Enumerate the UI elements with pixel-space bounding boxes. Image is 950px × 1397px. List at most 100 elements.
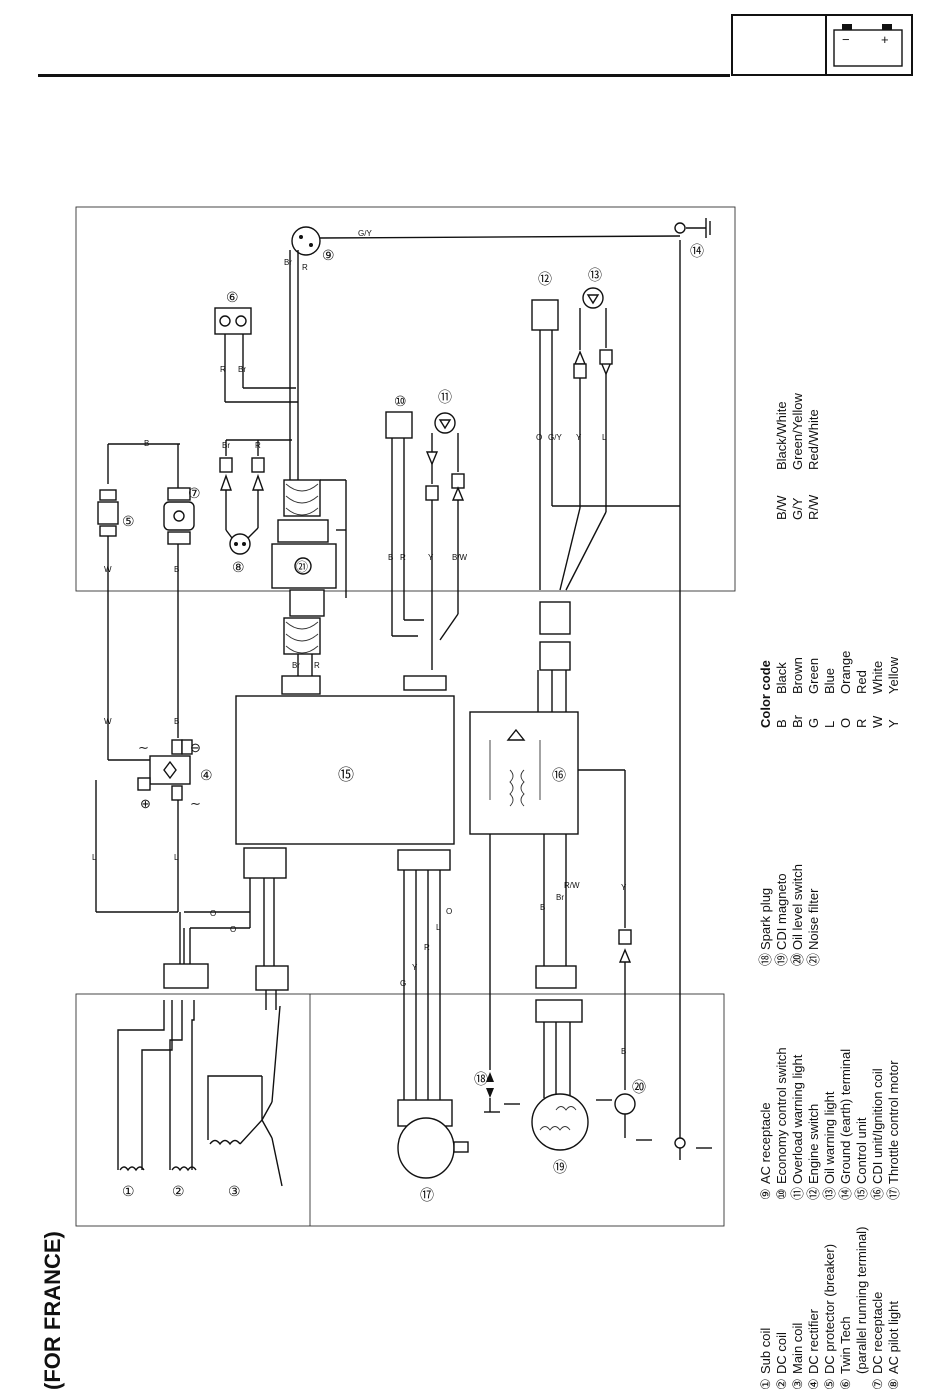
connector-12-13: [539, 601, 571, 635]
color-code-abbr: Y: [886, 719, 901, 728]
legend-label: CDI unit/Ignition coil: [870, 1068, 885, 1184]
economy-control-switch: ⑩: [385, 393, 413, 439]
color-code-name: Yellow: [886, 656, 901, 694]
wire-l-label-3: L: [174, 853, 179, 862]
wire-b-label-2: B: [174, 565, 179, 574]
color-code-abbr: R: [854, 718, 869, 728]
color-code-abbr: B: [774, 719, 789, 728]
color-code-row: BrBrown: [790, 651, 806, 728]
connector-12-13-mate: [539, 641, 571, 671]
twin-tech: ⑥: [214, 289, 252, 335]
noise-filter: ㉑: [271, 479, 337, 695]
legend-item: ⑩Economy control switch: [774, 1047, 790, 1200]
wire-o-label-2: O: [210, 909, 216, 918]
label-4: ④: [200, 767, 213, 783]
wire-b-label-5: B: [621, 1047, 626, 1056]
legend-number: ㉑: [806, 952, 821, 966]
legend-number: ⑱: [758, 952, 773, 966]
wire-w-label-2: W: [104, 717, 112, 726]
wire-gy-label: G/Y: [358, 229, 372, 238]
legend-label: (parallel running terminal): [854, 1226, 869, 1374]
wire-r-label: R: [220, 365, 226, 374]
legend-number: ⑦: [870, 1378, 885, 1390]
legend-label: Noise filter: [806, 888, 821, 950]
color-code-abbr: G: [806, 717, 821, 728]
legend-item: ⑨AC receptacle: [758, 1047, 774, 1200]
legend-number: ⑯: [870, 1186, 885, 1200]
legend-number: ⑥: [838, 1378, 853, 1390]
color-code-name: Red: [854, 670, 869, 694]
legend-item: ④DC rectifier: [806, 1227, 822, 1390]
legend-number: ⑳: [790, 952, 805, 966]
wire-y-label: Y: [428, 553, 434, 562]
label-7: ⑦: [188, 485, 201, 501]
wire-b-label: B: [144, 439, 149, 448]
wire-r-label-6: R: [424, 943, 430, 952]
legend-item: ⑳Oil level switch: [790, 864, 806, 966]
color-code-abbr: L: [822, 720, 837, 728]
label-13: ⑬: [588, 267, 602, 283]
wire-br-label-5: Br: [556, 893, 564, 902]
legend-item: ⑪Overload warning light: [790, 1047, 806, 1200]
legend-number: ⑪: [790, 1186, 805, 1200]
legend-item: ⑦ DC receptacle: [870, 1227, 886, 1390]
legend-item: ⑰Throttle control motor: [886, 1047, 902, 1200]
color-code-row: G/YGreen/Yellow: [790, 393, 806, 520]
legend-item: ⑫Engine switch: [806, 1047, 822, 1200]
connector-10-11: [403, 675, 447, 691]
coil-connector-yy: [255, 965, 289, 991]
legend-item: ⑧AC pilot light: [886, 1227, 902, 1390]
wire-rw-label: R/W: [564, 881, 580, 890]
legend-label: Control unit: [854, 1117, 869, 1184]
legend-label: DC receptacle: [870, 1291, 885, 1374]
battery-plus-label: +: [881, 32, 889, 47]
legend-item: ⑤DC protector (breaker): [822, 1227, 838, 1390]
legend-item: ②DC coil: [774, 1227, 790, 1390]
color-code-row: OOrange: [838, 651, 854, 728]
color-code-name: Red/White: [806, 409, 821, 470]
legend-number: ⑨: [758, 1188, 773, 1200]
legend-number: ⑫: [806, 1186, 821, 1200]
legend-label: Sub coil: [758, 1327, 773, 1374]
wire-o-label: O: [536, 433, 542, 442]
wire-br-label-3: Br: [222, 441, 230, 450]
color-code-name: Blue: [822, 667, 837, 694]
wire-y-label-3: Y: [412, 963, 418, 972]
wire-y-label-2: Y: [576, 433, 582, 442]
legend-number: ①: [758, 1378, 773, 1390]
label-10: ⑩: [394, 393, 407, 409]
control-unit: ⑮: [235, 695, 455, 879]
legend-label: DC rectifier: [806, 1308, 821, 1374]
coil-connector-lo: [163, 963, 209, 989]
legend-item: ⑯ CDI unit/Ignition coil: [870, 1047, 886, 1200]
label-5: ⑤: [122, 513, 135, 529]
label-12: ⑫: [538, 271, 552, 287]
wire-r-label-5: R: [400, 553, 406, 562]
spark-plug: ⑱: [474, 1071, 500, 1113]
legend-item: ㉑ Noise filter: [806, 864, 822, 966]
wire-bw-label: B/W: [452, 553, 468, 562]
label-2: ②: [172, 1183, 185, 1199]
legend-item: ⑬Oil warning light: [822, 1047, 838, 1201]
legend-number: ⑬: [822, 1186, 837, 1200]
label-18: ⑱: [474, 1071, 488, 1087]
ground-terminal-bottom: [674, 1137, 686, 1149]
legend-number: ⑩: [774, 1188, 789, 1200]
ground-terminal-top: [674, 222, 686, 234]
legend-item: ③Main coil: [790, 1227, 806, 1390]
color-code-row: R Red: [854, 651, 870, 728]
legend-label: Twin Tech: [838, 1316, 853, 1374]
legend-item: ⑮Control unit: [854, 1047, 870, 1200]
wire-l-label: L: [602, 433, 607, 442]
color-code-heading: Color code: [758, 660, 773, 728]
legend-number: ⑤: [822, 1378, 837, 1390]
label-8: ⑧: [232, 559, 245, 575]
wire-y-label-4: Y: [621, 883, 627, 892]
label-21: ㉑: [296, 560, 308, 574]
legend-label: CDI magneto: [774, 873, 789, 950]
wire-br-label-2: Br: [284, 258, 292, 267]
legend-item: ⑥ Twin Tech: [838, 1227, 854, 1390]
